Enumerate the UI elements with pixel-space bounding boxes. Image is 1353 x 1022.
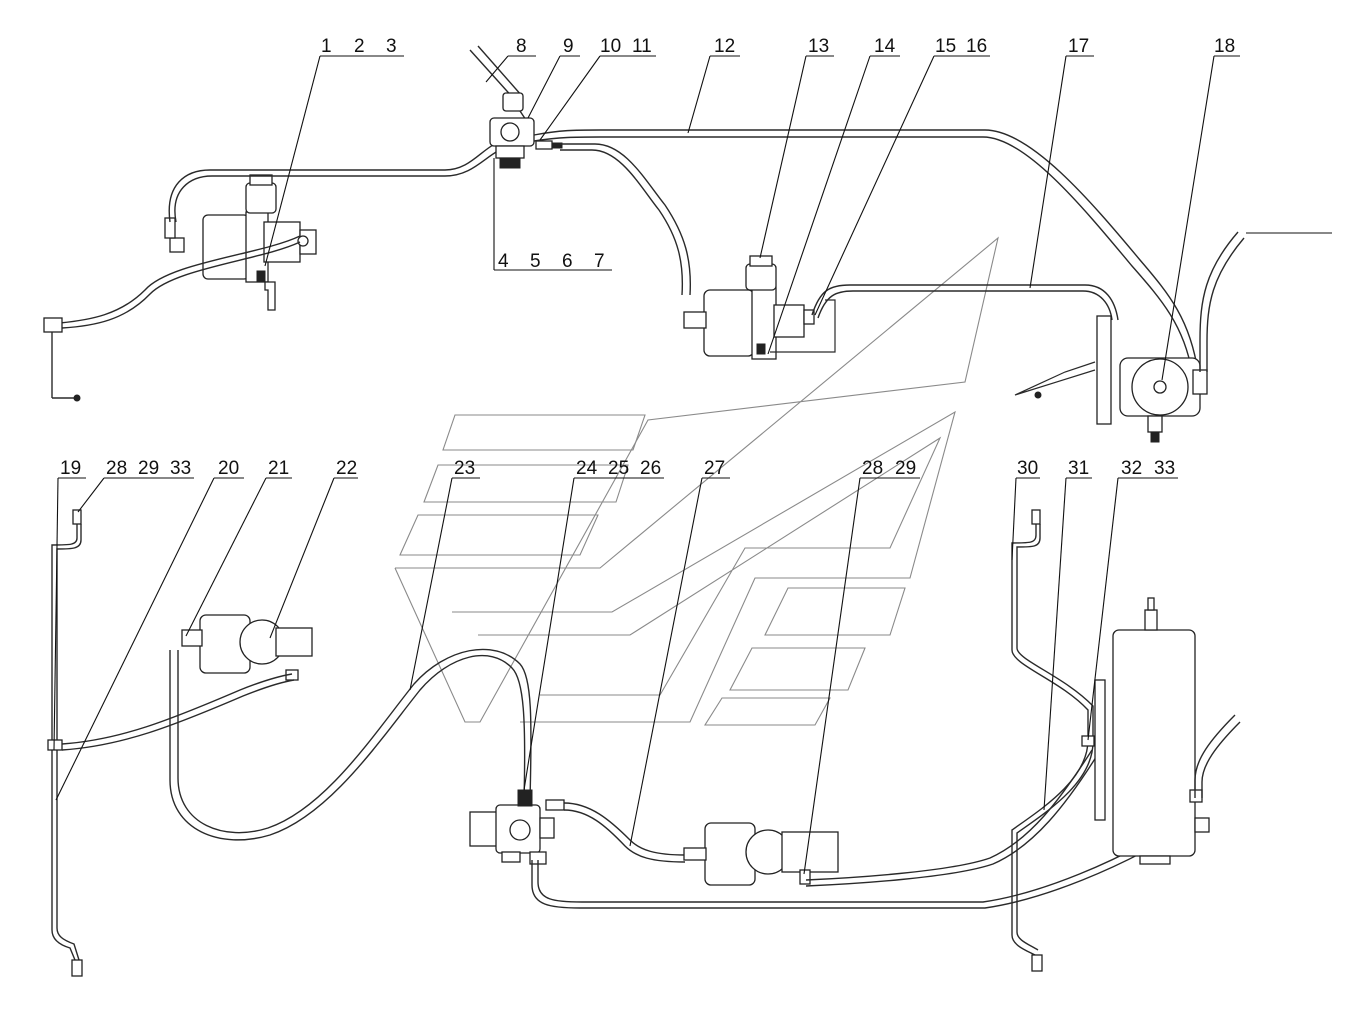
- callout-29-mid: 29: [895, 458, 916, 479]
- callout-15: 15: [935, 36, 956, 57]
- brake-chamber-top-left: [164, 174, 317, 311]
- brake-chamber-lower-left: [181, 614, 313, 681]
- callout-31: 31: [1068, 458, 1089, 479]
- callout-27: 27: [704, 458, 725, 479]
- callout-32: 32: [1121, 458, 1142, 479]
- callout-29-left: 29: [138, 458, 159, 479]
- callout-25: 25: [608, 458, 629, 479]
- watermark-logo-icon: [394, 236, 999, 726]
- callout-30: 30: [1017, 458, 1038, 479]
- leader-lines: [53, 55, 1240, 875]
- relay-valve: [469, 789, 565, 865]
- callout-22: 22: [336, 458, 357, 479]
- callout-4: 4: [498, 251, 509, 272]
- callout-33-right: 33: [1154, 458, 1175, 479]
- callout-21: 21: [268, 458, 289, 479]
- callout-5: 5: [530, 251, 541, 272]
- callout-12: 12: [714, 36, 735, 57]
- callout-9: 9: [563, 36, 574, 57]
- callout-16: 16: [966, 36, 987, 57]
- callout-28-mid: 28: [862, 458, 883, 479]
- air-tank-round: [1014, 315, 1208, 443]
- brake-pedal-valve: [469, 45, 563, 169]
- brake-chamber-lower-middle: [683, 822, 839, 886]
- callout-18: 18: [1214, 36, 1235, 57]
- callout-33-left: 33: [170, 458, 191, 479]
- air-tank-cylinder: [1094, 597, 1210, 865]
- brake-chamber-middle: [683, 255, 815, 360]
- callout-14: 14: [874, 36, 896, 57]
- callout-23: 23: [454, 458, 475, 479]
- callout-24: 24: [576, 458, 598, 479]
- callout-20: 20: [218, 458, 239, 479]
- callout-13: 13: [808, 36, 829, 57]
- callout-labels: 1 2 3 4 5 6 7 8 9 10 11 12 13 14 15 16 1…: [60, 36, 1235, 479]
- callout-6: 6: [562, 251, 573, 272]
- callout-28-left: 28: [106, 458, 127, 479]
- callout-10: 10: [600, 36, 621, 57]
- callout-26: 26: [640, 458, 661, 479]
- callout-11: 11: [632, 36, 652, 57]
- fitting-left-end: [43, 317, 81, 402]
- callout-8: 8: [516, 36, 527, 57]
- callout-1: 1: [321, 36, 332, 57]
- callout-2: 2: [354, 36, 365, 57]
- callout-17: 17: [1068, 36, 1089, 57]
- vertical-line-right: [1011, 509, 1095, 972]
- callout-19: 19: [60, 458, 81, 479]
- callout-7: 7: [594, 251, 605, 272]
- vertical-line-left: [47, 509, 83, 977]
- callout-3: 3: [386, 36, 397, 57]
